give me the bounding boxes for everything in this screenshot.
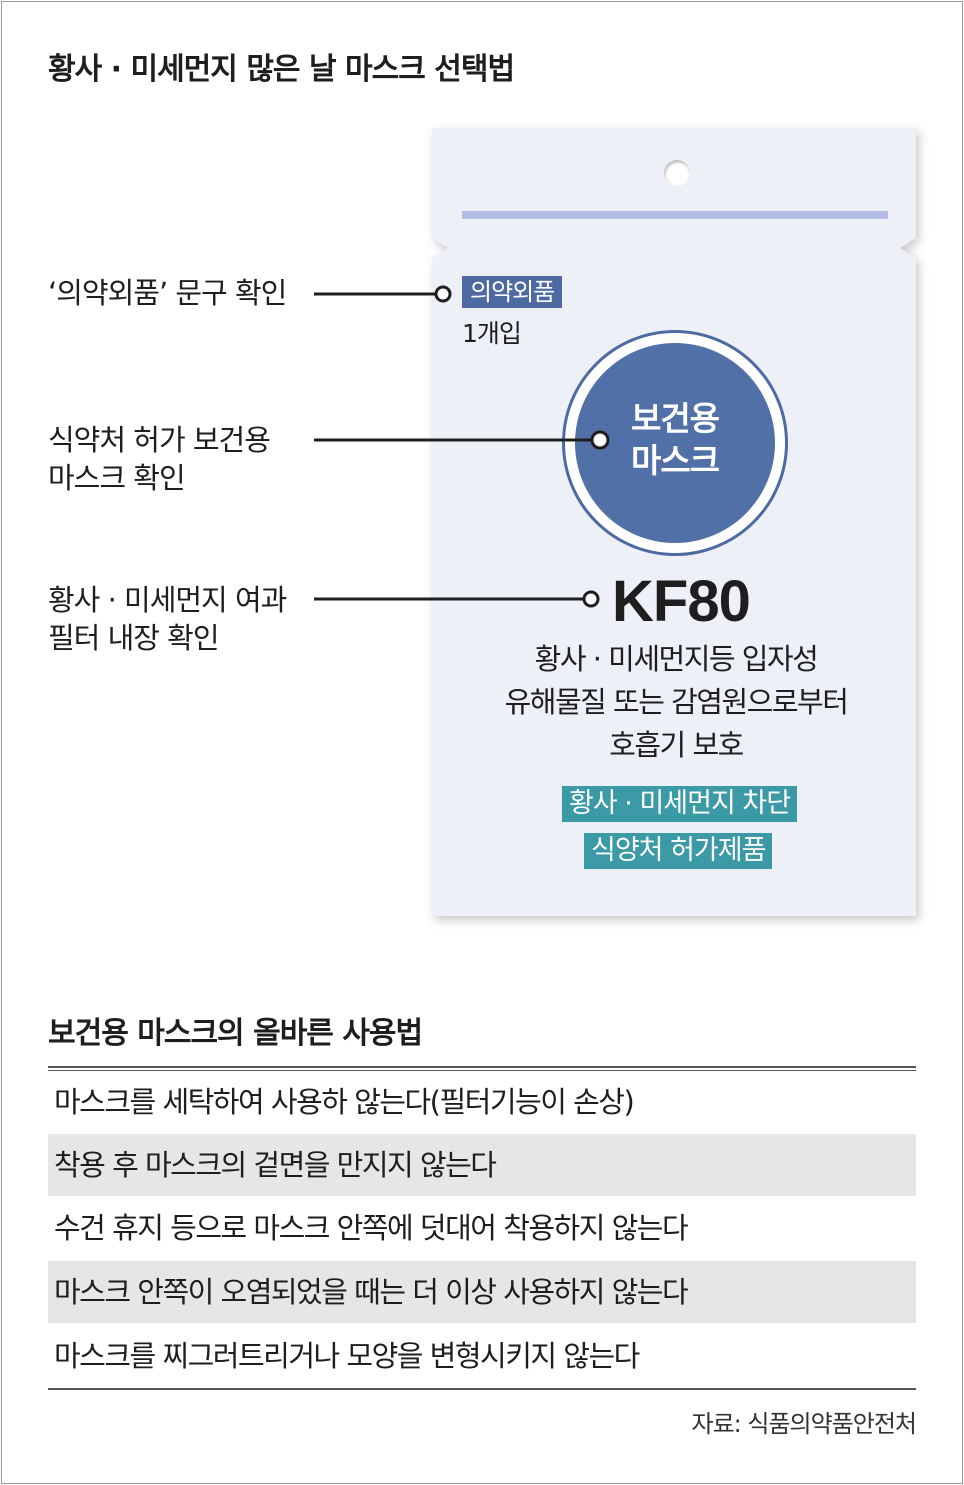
usage-item: 착용 후 마스크의 겉면을 만지지 않는다 <box>48 1134 916 1196</box>
leader-dot-1 <box>434 285 452 303</box>
badge-line-2: 마스크 <box>630 441 720 480</box>
package-count: 1개입 <box>462 319 522 348</box>
seal-line <box>462 211 888 219</box>
desc-line-2: 유해물질 또는 감염원으로부터 <box>504 685 849 719</box>
hanger-hole <box>664 160 690 186</box>
callout-filter-line-1: 황사 · 미세먼지 여과 <box>48 583 287 617</box>
leader-dot-3 <box>582 590 600 608</box>
source-credit: 자료: 식품의약품안전처 <box>691 1410 917 1438</box>
usage-item: 마스크를 세탁하여 사용하 않는다(필터기능이 손상) <box>54 1085 635 1119</box>
health-mask-badge-text: 보건용 마스크 <box>575 398 775 482</box>
usage-rule-top <box>48 1066 916 1068</box>
callout-approval-line-1: 식약처 허가 보건용 <box>48 423 271 457</box>
usage-rule-bottom <box>48 1388 916 1390</box>
approval-badge: 식양처 허가제품 <box>584 833 773 869</box>
page-title: 황사 · 미세먼지 많은 날 마스크 선택법 <box>48 52 515 87</box>
usage-rule-top-thin <box>48 1070 916 1071</box>
desc-line-3: 호흡기 보호 <box>609 728 744 762</box>
usage-title: 보건용 마스크의 올바른 사용법 <box>48 1016 423 1051</box>
desc-line-1: 황사 · 미세먼지등 입자성 <box>534 642 819 676</box>
dust-block-badge: 황사 · 미세먼지 차단 <box>562 786 798 822</box>
badge-line-1: 보건용 <box>630 399 720 438</box>
callout-quasi-drug: ‘의약외품’ 문구 확인 <box>48 276 287 310</box>
quasi-drug-tag: 의약외품 <box>462 276 563 308</box>
usage-item: 마스크를 찌그러트리거나 모양을 변형시키지 않는다 <box>54 1339 640 1373</box>
usage-item: 수건 휴지 등으로 마스크 안쪽에 덧대어 착용하지 않는다 <box>54 1211 689 1245</box>
usage-item: 마스크 안쪽이 오염되었을 때는 더 이상 사용하지 않는다 <box>48 1261 916 1323</box>
callout-filter-line-2: 필터 내장 확인 <box>48 621 220 655</box>
callout-approval-line-2: 마스크 확인 <box>48 461 186 495</box>
leader-dot-2 <box>590 430 610 450</box>
kf-grade: KF80 <box>612 569 751 634</box>
